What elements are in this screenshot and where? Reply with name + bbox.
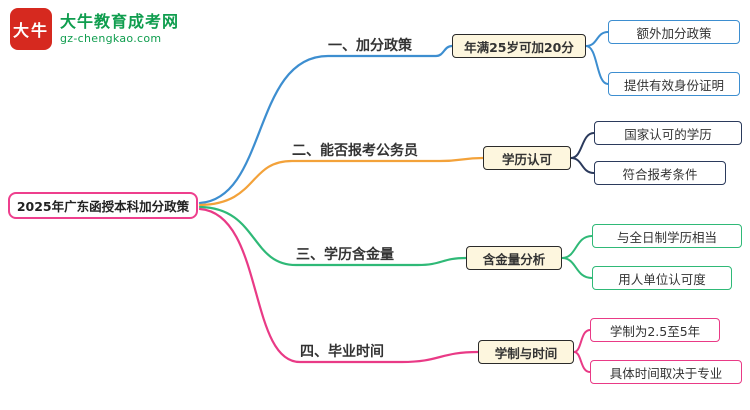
leaf-node: 用人单位认可度 [592,266,732,290]
leaf-connector [561,235,593,259]
logo-text: 大牛教育成考网 gz-chengkao.com [60,12,179,46]
site-domain: gz-chengkao.com [60,32,162,45]
leaf-connector [585,31,609,47]
branch-label-2: 二、能否报考公务员 [292,143,418,159]
leaf-node: 学制为2.5至5年 [590,318,720,342]
branch-node-1: 年满25岁可加20分 [452,34,586,58]
branch-connector [198,207,480,364]
branch-node-2: 学历认可 [483,146,571,170]
leaf-connector [573,329,591,353]
branch-label-1: 一、加分政策 [328,38,412,54]
logo-icon: 大牛 [10,8,52,50]
leaf-node: 额外加分政策 [608,20,740,44]
leaf-connector [561,257,593,279]
leaf-connector [573,351,591,373]
site-name: 大牛教育成考网 [60,12,180,31]
branch-node-3: 含金量分析 [466,246,562,270]
leaf-node: 国家认可的学历 [594,121,742,145]
branch-label-3: 三、学历含金量 [296,247,394,263]
leaf-node: 与全日制学历相当 [592,224,742,248]
leaf-connector [570,132,595,159]
branch-connector [198,44,454,205]
root-node: 2025年广东函授本科加分政策 [8,192,198,219]
branch-label-4: 四、毕业时间 [300,344,384,360]
branch-node-4: 学制与时间 [478,340,574,364]
leaf-node: 符合报考条件 [594,161,726,185]
leaf-connector [585,45,609,85]
site-logo: 大牛 大牛教育成考网 gz-chengkao.com [10,8,179,50]
leaf-node: 具体时间取决于专业 [590,360,742,384]
branch-connector [198,205,468,267]
leaf-connector [570,157,595,174]
branch-connector [198,156,485,207]
leaf-node: 提供有效身份证明 [608,72,740,96]
